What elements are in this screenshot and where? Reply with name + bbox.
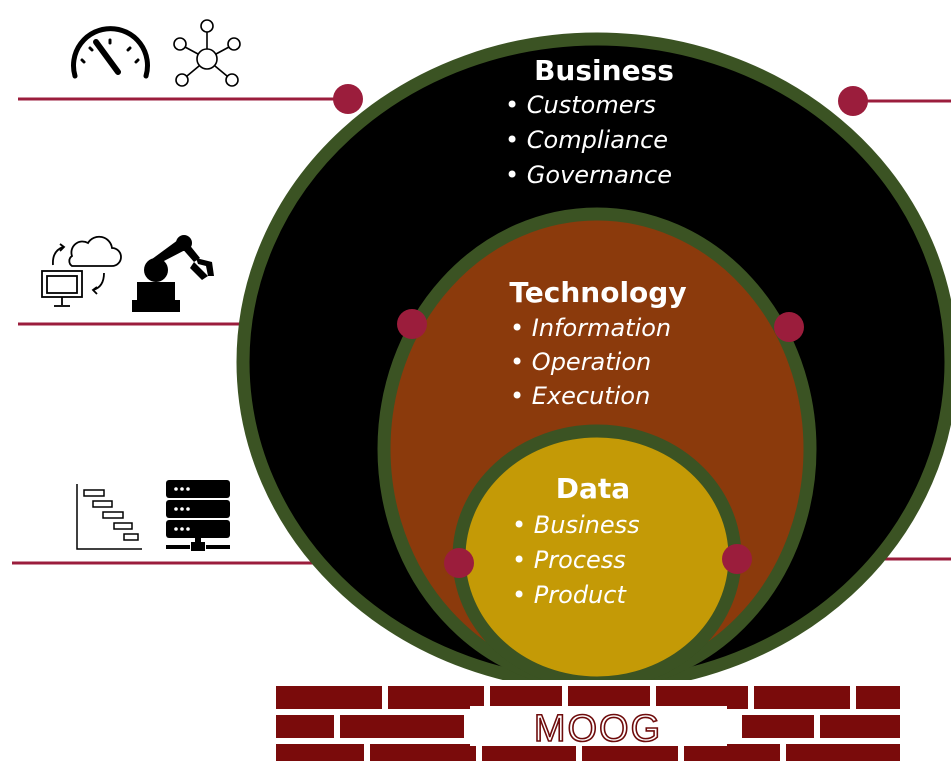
connector-dot-technology-right — [774, 312, 804, 342]
technology-item-1: • Information — [510, 314, 671, 342]
business-layer-text: Business • Customers • Compliance • Gove… — [505, 54, 674, 189]
connector-dot-business-right — [838, 86, 868, 116]
gantt-chart-icon — [76, 484, 142, 550]
business-item-3: • Governance — [505, 161, 672, 189]
technology-title: Technology — [509, 276, 686, 309]
connector-dot-data-right — [722, 544, 752, 574]
cloud-sync-monitor-icon — [41, 235, 122, 307]
server-rack-icon — [166, 480, 230, 551]
data-title: Data — [556, 472, 630, 505]
business-title: Business — [534, 54, 674, 87]
data-layer-text: Data • Business • Process • Product — [512, 472, 640, 609]
connector-dot-technology-left — [397, 309, 427, 339]
business-item-1: • Customers — [505, 91, 656, 119]
robot-arm-icon — [132, 235, 214, 312]
connector-dot-business-left — [333, 84, 363, 114]
speedometer-icon — [71, 26, 150, 79]
data-item-2: • Process — [512, 546, 626, 574]
technology-item-2: • Operation — [510, 348, 651, 376]
moog-logo: MOOG — [534, 708, 662, 750]
connector-dots — [333, 84, 868, 578]
business-item-2: • Compliance — [505, 126, 668, 154]
network-hub-icon — [173, 19, 241, 87]
technology-item-3: • Execution — [510, 382, 650, 410]
technology-layer-text: Technology • Information • Operation • E… — [509, 276, 686, 410]
data-item-1: • Business — [512, 511, 640, 539]
data-item-3: • Product — [512, 581, 627, 609]
connector-dot-data-left — [444, 548, 474, 578]
brick-foundation: MOOG — [270, 680, 906, 761]
moog-logo-plate — [470, 706, 727, 746]
